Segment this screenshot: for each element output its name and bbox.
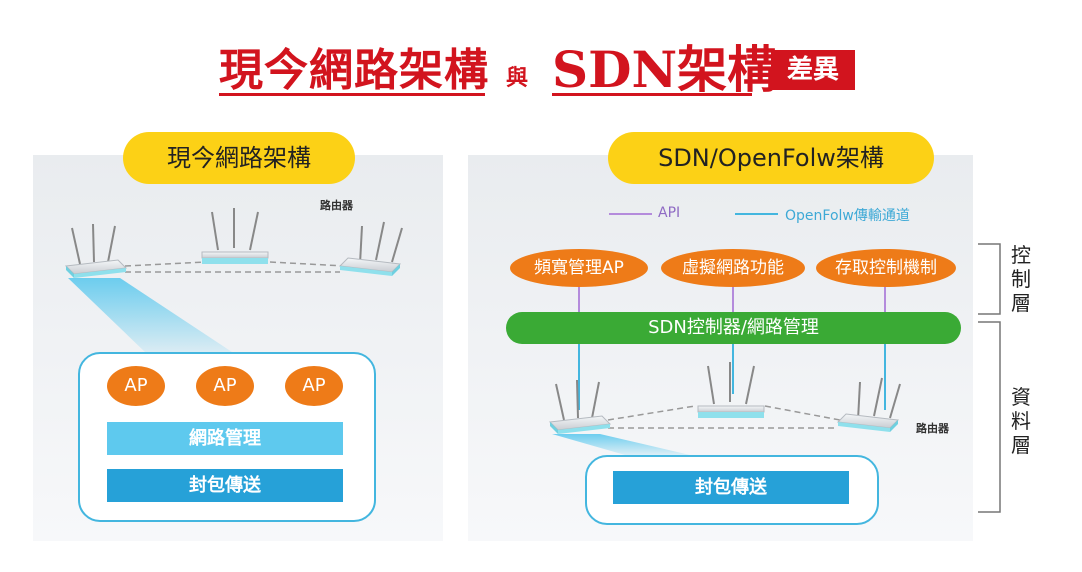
control-layer-label: 控制層 bbox=[1011, 243, 1031, 315]
ap-oval: AP bbox=[196, 366, 254, 406]
app-oval-bandwidth: 頻寬管理AP bbox=[510, 249, 648, 287]
difference-badge: 差異 bbox=[771, 50, 855, 90]
router-icon bbox=[836, 377, 901, 432]
app-oval-virtual-network: 虛擬網路功能 bbox=[661, 249, 805, 287]
link-left-1 bbox=[124, 261, 206, 267]
legend-openflow-label: OpenFolw傳輸通道 bbox=[785, 208, 910, 224]
ap-oval: AP bbox=[285, 366, 343, 406]
right-panel-header: SDN/OpenFolw架構 bbox=[608, 132, 934, 184]
data-layer-bracket bbox=[978, 321, 1001, 513]
router-link bbox=[764, 405, 841, 421]
legend-api-label: API bbox=[658, 205, 681, 221]
link-left-3 bbox=[269, 261, 346, 267]
data-layer-label: 資料層 bbox=[1011, 385, 1031, 457]
title-connector: 與 bbox=[506, 65, 529, 91]
title-underline-right bbox=[552, 93, 752, 96]
app-oval-access-control: 存取控制機制 bbox=[816, 249, 956, 287]
router-link bbox=[607, 405, 696, 421]
router-icon bbox=[64, 223, 128, 278]
router-icon bbox=[201, 208, 269, 264]
router-icon bbox=[697, 362, 765, 418]
title-part-current: 現今網路架構 bbox=[219, 45, 489, 96]
router-icon bbox=[338, 221, 403, 276]
spotlight-beam bbox=[552, 434, 690, 455]
left-panel-header: 現今網路架構 bbox=[123, 132, 355, 184]
title-underline-left bbox=[219, 93, 485, 96]
spotlight-beam bbox=[68, 278, 232, 352]
packet-forwarding-bar: 封包傳送 bbox=[613, 471, 849, 504]
router-label: 路由器 bbox=[916, 422, 949, 435]
network-management-bar: 網路管理 bbox=[107, 422, 343, 455]
router-icon bbox=[548, 379, 612, 434]
sdn-controller-bar: SDN控制器/網路管理 bbox=[506, 312, 961, 344]
ap-oval: AP bbox=[107, 366, 165, 406]
packet-forwarding-bar: 封包傳送 bbox=[107, 469, 343, 502]
router-label: 路由器 bbox=[320, 199, 353, 212]
control-layer-bracket bbox=[978, 243, 1001, 315]
title-part-sdn: SDN架構 bbox=[552, 40, 778, 99]
